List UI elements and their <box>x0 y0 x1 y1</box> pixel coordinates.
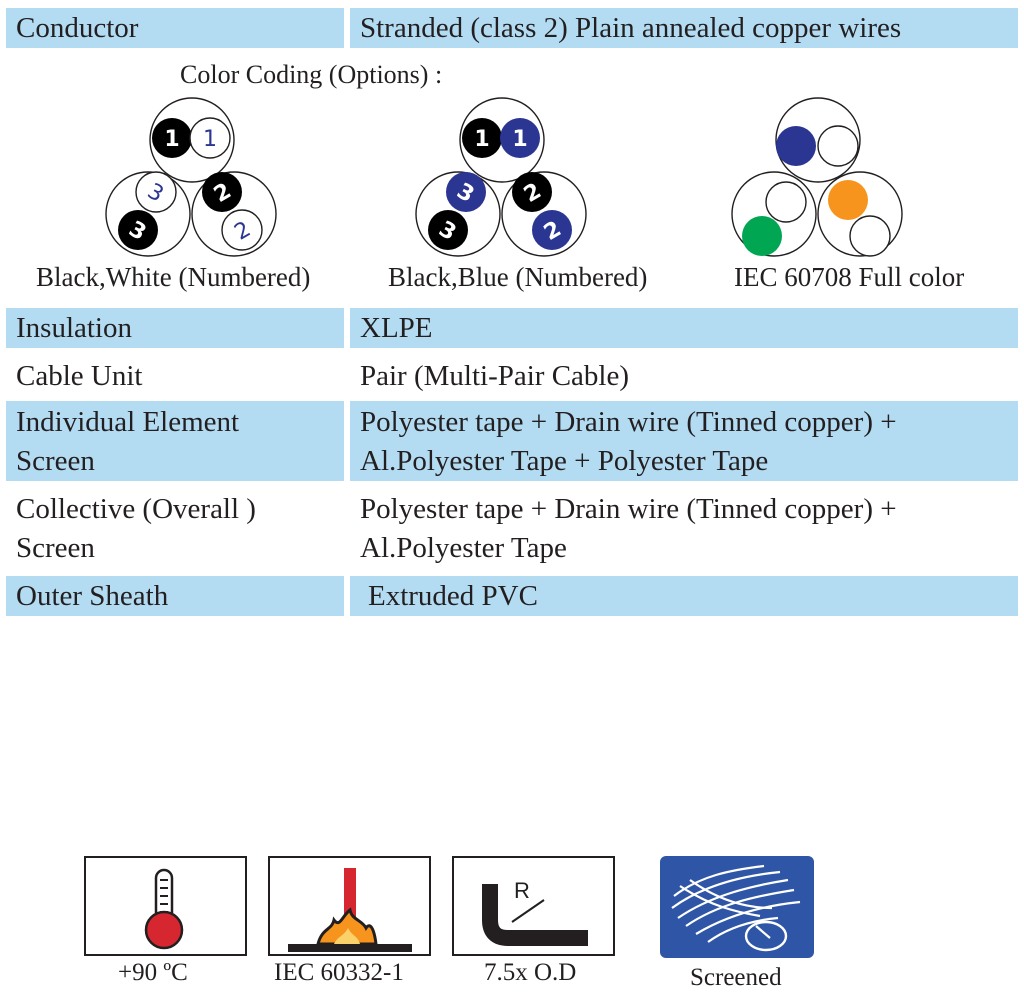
label-line: Collective (Overall ) <box>16 493 256 525</box>
wire-number: 1 <box>164 127 179 152</box>
value-line: Polyester tape + Drain wire (Tinned copp… <box>360 406 897 438</box>
individual-screen-row: Individual Element Screen Polyester tape… <box>6 401 1018 481</box>
bend-radius-caption: 7.5x O.D <box>484 959 577 986</box>
radius-symbol: R <box>514 878 530 903</box>
flame-test-caption: IEC 60332-1 <box>274 959 404 986</box>
value-line: Al.Polyester Tape <box>360 532 567 564</box>
color-option-caption: IEC 60708 Full color <box>734 262 965 292</box>
conductor-value: Stranded (class 2) Plain annealed copper… <box>350 8 1018 48</box>
outer-sheath-row: Outer Sheath Extruded PVC <box>6 576 1018 616</box>
color-option-caption: Black,White (Numbered) <box>36 262 311 292</box>
value-line: Polyester tape + Drain wire (Tinned copp… <box>360 493 897 525</box>
individual-screen-label: Individual Element Screen <box>6 401 344 481</box>
conductor-label: Conductor <box>6 8 344 48</box>
conductor-row: Conductor Stranded (class 2) Plain annea… <box>6 8 1018 48</box>
flame-test-icon-box <box>268 856 431 956</box>
individual-screen-value: Polyester tape + Drain wire (Tinned copp… <box>350 401 1018 481</box>
thermometer-icon <box>144 868 184 950</box>
wire-number: 1 <box>512 127 527 152</box>
collective-screen-value: Polyester tape + Drain wire (Tinned copp… <box>350 488 1018 568</box>
label-line: Individual Element <box>16 406 240 438</box>
flame-test-icon <box>288 868 412 952</box>
outer-sheath-label: Outer Sheath <box>6 576 344 616</box>
wire-number: 1 <box>474 127 489 152</box>
outer-sheath-value: Extruded PVC <box>350 576 1018 616</box>
temperature-icon-box <box>84 856 247 956</box>
color-option-iec-full-color-diagram <box>730 96 906 258</box>
bend-radius-icon-box: R <box>452 856 615 956</box>
cable-unit-row: Cable Unit Pair (Multi-Pair Cable) <box>6 356 1018 396</box>
insulation-value: XLPE <box>350 308 1018 348</box>
screened-icon <box>660 856 814 958</box>
insulation-row: Insulation XLPE <box>6 308 1018 348</box>
color-coding-title: Color Coding (Options) : <box>180 60 443 89</box>
insulation-label: Insulation <box>6 308 344 348</box>
collective-screen-row: Collective (Overall ) Screen Polyester t… <box>6 488 1018 568</box>
color-option-black-white-diagram: 1 1 2 2 3 3 <box>104 96 280 258</box>
screened-caption: Screened <box>690 964 782 991</box>
color-option-caption: Black,Blue (Numbered) <box>388 262 648 292</box>
label-line: Screen <box>16 532 95 564</box>
color-option-black-blue-diagram: 1 1 2 2 3 3 <box>414 96 590 258</box>
collective-screen-label: Collective (Overall ) Screen <box>6 488 344 568</box>
bend-radius-icon: R <box>482 878 588 946</box>
cable-unit-label: Cable Unit <box>16 360 143 392</box>
temperature-caption: +90 ºC <box>118 959 188 986</box>
cable-unit-value: Pair (Multi-Pair Cable) <box>360 360 630 392</box>
value-line: Al.Polyester Tape + Polyester Tape <box>360 445 769 477</box>
wire-number: 1 <box>203 127 217 152</box>
label-line: Screen <box>16 445 95 477</box>
